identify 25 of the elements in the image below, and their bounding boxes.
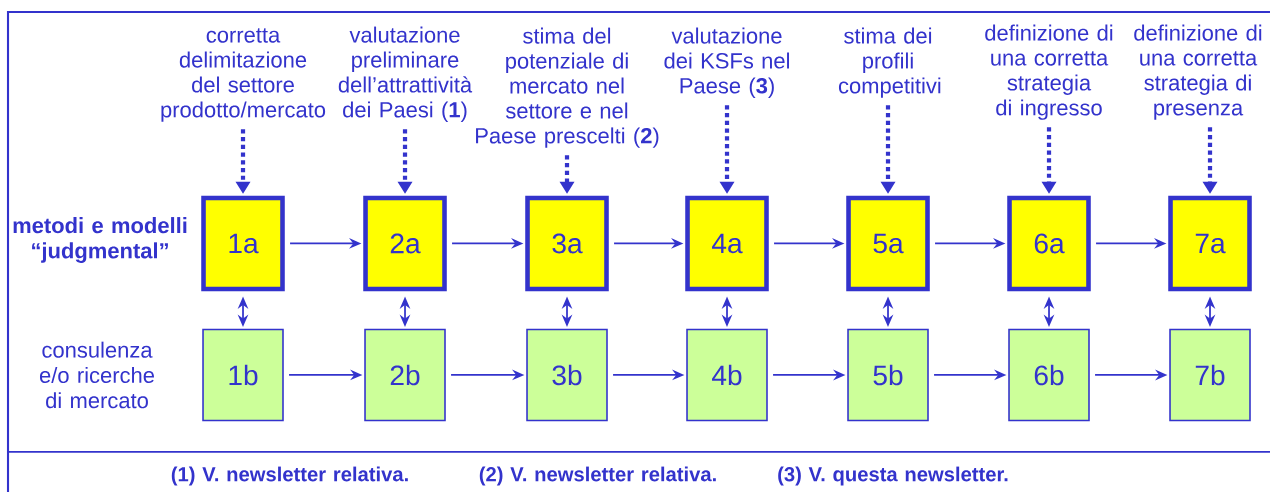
step-box: 7b	[1169, 328, 1251, 422]
step-box: 5a	[846, 195, 930, 292]
row-label: consulenza e/o ricerche di mercato	[39, 341, 154, 409]
step-box: 2a	[363, 195, 447, 292]
step-description: corretta delimitazione del settore prodotto/mercato	[161, 28, 326, 122]
step-box: 4b	[686, 328, 768, 422]
step-box: 1b	[202, 328, 284, 422]
step-box: 3b	[526, 328, 608, 422]
step-description: valutazione dei KSFs nel Paese (3)	[664, 27, 789, 98]
footnote: (3) V. questa newsletter.	[778, 466, 1008, 486]
step-box: 1a	[201, 195, 285, 292]
step-description: stima dei profili competitivi	[838, 27, 941, 98]
step-description: valutazione preliminare dell’attrattività dei Paesi (1)	[338, 26, 473, 122]
step-box: 4a	[685, 195, 769, 292]
step-box: 7a	[1168, 195, 1252, 292]
step-box: 3a	[525, 195, 609, 292]
footnote: (1) V. newsletter relativa.	[171, 466, 408, 486]
step-box: 5b	[847, 328, 929, 422]
step-box: 6a	[1007, 195, 1091, 292]
footnote: (2) V. newsletter relativa.	[479, 466, 716, 486]
step-description: definizione di una corretta strategia di presenza	[1134, 24, 1262, 120]
step-description: definizione di una corretta strategia di ingresso	[985, 24, 1113, 120]
step-box: 6b	[1008, 328, 1090, 422]
step-box: 2b	[364, 328, 446, 422]
step-description: stima del potenziale di mercato nel settore e nel Paese prescelti (2)	[476, 27, 659, 148]
